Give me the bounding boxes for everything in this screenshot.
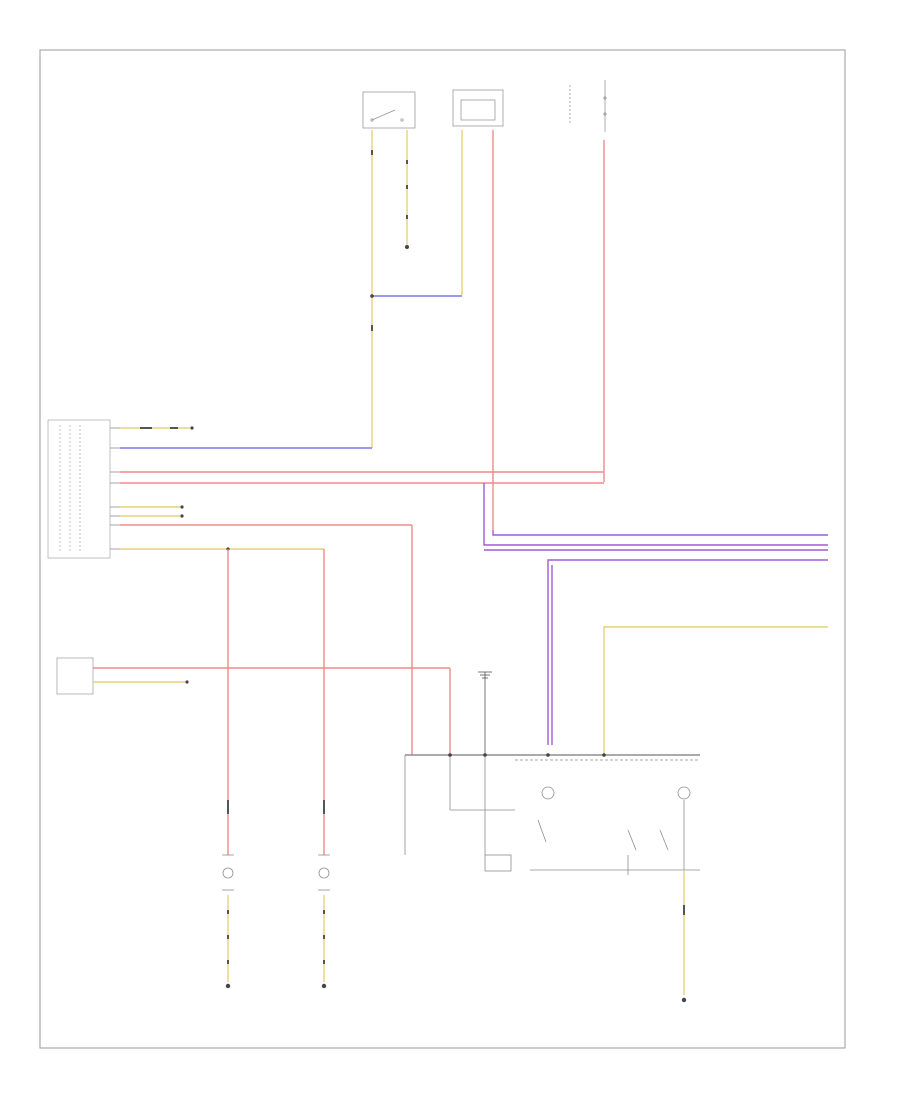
wire-purple-1 [492,530,828,536]
lower-left-component [56,657,94,695]
wire-yellow-right [603,626,828,755]
top-switch-right [452,89,504,127]
splice-left-3 [190,426,194,430]
lamp-right [318,854,330,891]
ground-right [681,997,687,1003]
fuse-block [569,80,607,132]
right-lamp-module [404,754,700,875]
ground-node-top [405,245,409,249]
lamp-left [222,854,234,891]
bus-nodes [448,753,606,757]
top-switch-left [362,91,416,129]
wire-purple-4 [547,559,828,745]
splice-low-1 [185,680,189,684]
wire-dash-marks [140,150,685,964]
splice-top [370,294,374,298]
ground-symbol-center [478,671,492,755]
splice-left-1 [180,505,184,509]
ground-lamp-right [321,983,327,989]
left-connector [47,419,111,559]
splice-left-2 [180,514,184,518]
wire-purple-2 [483,483,828,546]
ground-lamp-left [225,983,231,989]
diagram-frame [39,49,846,1049]
connector-pins [110,427,120,550]
